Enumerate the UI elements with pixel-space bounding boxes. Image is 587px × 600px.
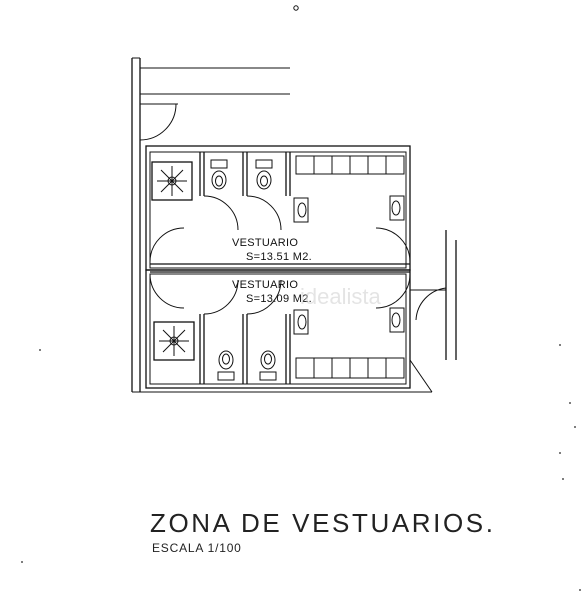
lower-room-name: VESTUARIO — [232, 279, 298, 291]
drawing-title: ZONA DE VESTUARIOS. — [150, 508, 496, 538]
entry-door — [139, 103, 177, 141]
toilet-upper-2 — [255, 159, 273, 190]
sink-lower-right — [389, 307, 405, 333]
lower-room-surface: S=13.09 M2. — [246, 293, 312, 305]
sink-lower-left — [293, 309, 309, 335]
upper-room-surface: S=13.51 M2. — [246, 251, 312, 263]
upper-room-walls — [145, 145, 411, 271]
toilet-upper-1 — [210, 159, 228, 190]
sink-upper-right — [389, 195, 405, 221]
sink-upper-left — [293, 197, 309, 223]
right-exterior-wall — [409, 230, 457, 393]
reference-mark — [293, 5, 299, 11]
dividing-wall — [150, 263, 410, 273]
toilet-lower-1 — [217, 350, 235, 381]
room-doors — [149, 227, 411, 309]
left-exterior-wall — [131, 57, 432, 393]
stall-doors — [203, 195, 282, 315]
shower-lower — [153, 321, 195, 361]
lower-room-walls — [145, 269, 411, 389]
drawing-scale: ESCALA 1/100 — [152, 541, 242, 555]
upper-room-name: VESTUARIO — [232, 237, 298, 249]
shower-upper — [151, 161, 193, 201]
watermark-logo: idealista — [300, 284, 381, 309]
scan-dots — [21, 344, 581, 591]
toilet-lower-2 — [259, 350, 277, 381]
